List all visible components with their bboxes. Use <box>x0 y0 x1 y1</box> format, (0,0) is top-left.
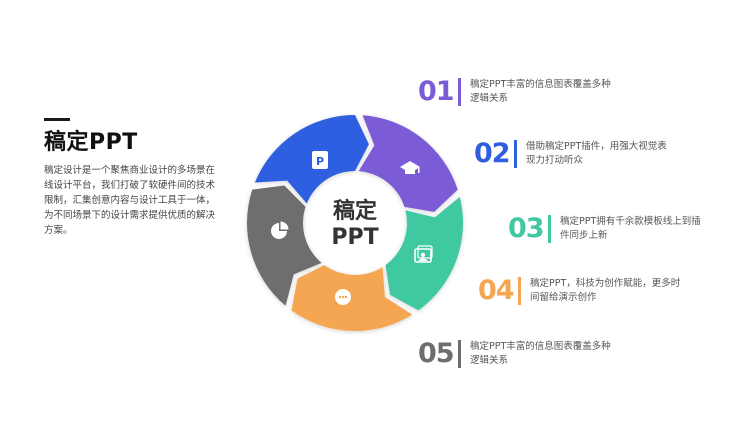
item-text: 稿定PPT丰富的信息图表覆盖多种逻辑关系 <box>470 78 611 104</box>
center-circle <box>309 177 401 269</box>
chat-bubble-icon <box>335 289 351 305</box>
svg-text:P: P <box>316 155 324 168</box>
list-item-04: 04 稿定PPT，科技为创作赋能，更多时间留给演示创作 <box>478 275 688 306</box>
ppt-icon: P <box>312 151 328 169</box>
intro-panel: 稿定PPT 稿定设计是一个聚焦商业设计的多场景在线设计平台，我们打破了软硬件间的… <box>44 118 222 238</box>
list-item-02: 02 借助稿定PPT插件，用强大视觉表现力打动听众 <box>474 138 674 169</box>
center-title-line1: 稿定 <box>333 198 377 224</box>
main-title: 稿定PPT <box>44 130 138 155</box>
item-number: 01 <box>418 76 455 107</box>
item-divider <box>458 77 461 106</box>
title-accent-bar <box>44 118 70 121</box>
item-divider <box>518 276 521 305</box>
list-item-03: 03 稿定PPT拥有千余款模板线上到插件同步上新 <box>508 213 710 244</box>
center-title-line2: PPT <box>331 225 378 250</box>
item-divider <box>548 214 551 243</box>
item-text: 借助稿定PPT插件，用强大视觉表现力打动听众 <box>526 140 667 166</box>
segment-orange <box>291 265 413 332</box>
image-gallery-icon <box>414 245 433 263</box>
intro-description: 稿定设计是一个聚焦商业设计的多场景在线设计平台，我们打破了软硬件间的技术限制，汇… <box>44 165 216 236</box>
item-text: 稿定PPT拥有千余款模板线上到插件同步上新 <box>560 215 701 241</box>
list-item-01: 01 稿定PPT丰富的信息图表覆盖多种逻辑关系 <box>418 76 620 107</box>
list-item-05: 05 稿定PPT丰富的信息图表覆盖多种逻辑关系 <box>418 338 620 369</box>
item-divider <box>458 339 461 368</box>
segment-blue <box>254 115 369 204</box>
graduation-cap-icon <box>400 161 420 174</box>
item-number: 02 <box>474 138 511 169</box>
item-number: 05 <box>418 338 455 369</box>
item-number: 04 <box>478 275 515 306</box>
item-number: 03 <box>508 213 545 244</box>
item-divider <box>514 139 517 168</box>
segment-gray <box>246 185 322 306</box>
item-text: 稿定PPT丰富的信息图表覆盖多种逻辑关系 <box>470 340 611 366</box>
pie-chart-icon <box>271 221 289 239</box>
item-text: 稿定PPT，科技为创作赋能，更多时间留给演示创作 <box>530 277 681 303</box>
